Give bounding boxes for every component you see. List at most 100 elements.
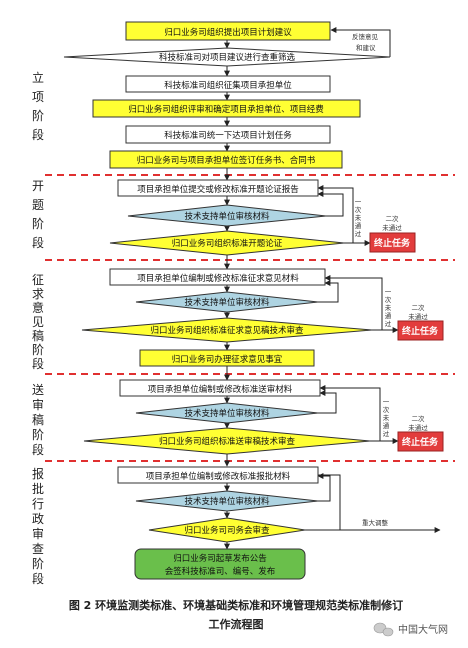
stage-char: 稿 — [32, 412, 44, 427]
node-department-meeting-review: 归口业务司司务会审查 — [148, 517, 306, 543]
node-prepare-review-materials: 项目承担单位编制或修改标准送审材料 — [119, 379, 321, 397]
node-label: 项目承担单位编制或修改标准送审材料 — [148, 384, 293, 395]
svg-text:二次: 二次 — [412, 303, 426, 312]
node-label: 归口业务司与项目承担单位签订任务书、合同书 — [137, 155, 316, 166]
review-loop-arrow — [318, 390, 337, 414]
second-fail-note-2: 二次 未通过 — [408, 303, 428, 321]
svg-text:未: 未 — [355, 213, 362, 222]
svg-text:一: 一 — [383, 398, 390, 406]
review-loop-arrow — [317, 473, 331, 502]
svg-text:未通过: 未通过 — [408, 423, 428, 432]
stage-char: 段 — [32, 571, 44, 586]
node-handle-comments: 归口业务司办理征求意见事宜 — [139, 349, 315, 367]
stage-char: 查 — [32, 542, 44, 556]
stop-task-1: 终止任务 — [369, 232, 416, 253]
node-label: 归口业务司起草发布公告 — [173, 553, 267, 564]
svg-text:未: 未 — [385, 303, 392, 312]
node-label: 技术支持单位审核材料 — [184, 408, 270, 419]
stage-char: 项 — [32, 90, 44, 104]
node-publish-announcement: 归口业务司起草发布公告 会签科技标准司、编号、发布 — [134, 548, 306, 580]
first-fail-loop-arrow — [324, 275, 383, 331]
stage-char: 见 — [32, 315, 44, 329]
second-fail-note-1: 二次 未通过 — [382, 214, 402, 232]
svg-text:通: 通 — [383, 421, 390, 430]
svg-text:次: 次 — [383, 405, 390, 414]
svg-text:通: 通 — [355, 221, 362, 230]
stage-label-proposal: 开 题 阶 段 — [32, 179, 44, 250]
node-label: 归口业务司组织标准征求意见稿技术审查 — [150, 325, 304, 336]
svg-text:未通过: 未通过 — [382, 223, 402, 232]
node-label: 归口业务司办理征求意见事宜 — [172, 354, 283, 365]
svg-text:二次: 二次 — [386, 214, 400, 223]
second-fail-note-3: 二次 未通过 — [408, 414, 428, 432]
stage-char: 求 — [32, 287, 44, 301]
node-issue-plan-tasks: 科技标准司统一下达项目计划任务 — [125, 125, 331, 144]
feedback-note: 和建议 — [356, 43, 376, 52]
review-loop-arrow — [317, 191, 344, 217]
feedback-loop-arrow — [330, 27, 391, 57]
stage-char: 报 — [32, 466, 44, 481]
svg-text:终止任务: 终止任务 — [373, 237, 411, 249]
node-tech-review-2: 技术支持单位审核材料 — [135, 291, 319, 313]
stage-char: 阶 — [32, 217, 44, 231]
stop-task-3: 终止任务 — [397, 431, 444, 452]
node-submit-opening-report: 项目承担单位提交或修改标准开题论证报告 — [117, 179, 319, 197]
node-label: 归口业务司司务会审查 — [184, 525, 270, 536]
node-label: 会签科技标准司、编号、发布 — [165, 566, 276, 577]
svg-text:通: 通 — [385, 311, 392, 320]
feedback-note: 反馈意见 — [352, 32, 379, 41]
stage-char: 阶 — [32, 343, 44, 357]
node-label: 技术支持单位审核材料 — [184, 211, 270, 222]
figure-caption-line2: 工作流程图 — [209, 617, 264, 631]
stage-char: 段 — [32, 442, 44, 457]
stage-char: 意 — [32, 300, 44, 315]
node-label: 归口业务司组织评审和确定项目承担单位、项目经费 — [128, 104, 324, 115]
stage-label-initiation: 立 项 阶 段 — [32, 70, 44, 142]
node-label: 归口业务司组织提出项目计划建议 — [164, 27, 292, 38]
review-loop-arrow — [318, 280, 339, 303]
stage-char: 阶 — [32, 557, 44, 571]
node-tech-review-1: 技术支持单位审核材料 — [127, 204, 327, 227]
stop-task-2: 终止任务 — [397, 320, 444, 341]
stage-char: 批 — [32, 481, 44, 496]
stage-char: 阶 — [32, 428, 44, 442]
first-fail-note-2: 一 次 未 通 过 — [385, 288, 392, 328]
node-label: 技术支持单位审核材料 — [184, 496, 270, 507]
stage-dividers — [45, 174, 455, 462]
node-tech-review-3: 技术支持单位审核材料 — [135, 402, 319, 424]
stage-char: 开 — [32, 179, 44, 193]
node-label: 项目承担单位编制或修改标准报批材料 — [146, 471, 291, 482]
node-duplicate-screening: 科技标准司对项目建议进行查重筛选 — [63, 47, 391, 67]
first-fail-note-1: 一 次 未 通 过 — [355, 198, 362, 238]
node-solicit-undertaker: 科技标准司组织征集项目承担单位 — [125, 75, 331, 93]
stage-label-review-draft: 送 审 稿 阶 段 — [32, 382, 44, 457]
node-tech-review-4: 技术支持单位审核材料 — [135, 490, 319, 512]
svg-text:过: 过 — [385, 319, 392, 328]
node-comment-draft-review: 归口业务司组织标准征求意见稿技术审查 — [81, 317, 373, 343]
svg-text:未: 未 — [383, 413, 390, 422]
node-label: 科技标准司统一下达项目计划任务 — [164, 130, 292, 141]
stage-char: 段 — [32, 356, 44, 371]
wechat-icon — [373, 622, 394, 637]
svg-text:过: 过 — [355, 229, 362, 238]
major-adjust-note: 重大调整 — [362, 518, 389, 527]
node-label: 项目承担单位提交或修改标准开题论证报告 — [137, 184, 299, 195]
stage-char: 段 — [32, 127, 44, 142]
stage-char: 稿 — [32, 328, 44, 343]
svg-text:二次: 二次 — [412, 414, 426, 423]
stage-char: 审 — [32, 397, 44, 412]
stage-char: 送 — [32, 382, 44, 397]
figure-caption-line1: 图 2 环境监测类标准、环境基础类标准和环境管理规范类标准制修订 — [69, 598, 403, 612]
svg-text:一: 一 — [385, 288, 392, 296]
stage-label-comment-draft: 征 求 意 见 稿 阶 段 — [32, 273, 44, 371]
stage-char: 题 — [32, 198, 44, 212]
watermark-text: 中国大气网 — [398, 623, 448, 636]
node-label: 技术支持单位审核材料 — [184, 297, 270, 308]
stage-char: 段 — [32, 235, 44, 250]
stage-char: 阶 — [32, 109, 44, 123]
node-evaluate-undertaker: 归口业务司组织评审和确定项目承担单位、项目经费 — [92, 99, 361, 118]
node-label: 科技标准司对项目建议进行查重筛选 — [159, 52, 296, 63]
node-propose-plan: 归口业务司组织提出项目计划建议 — [125, 21, 331, 41]
node-opening-review: 归口业务司组织标准开题论证 — [109, 230, 345, 256]
